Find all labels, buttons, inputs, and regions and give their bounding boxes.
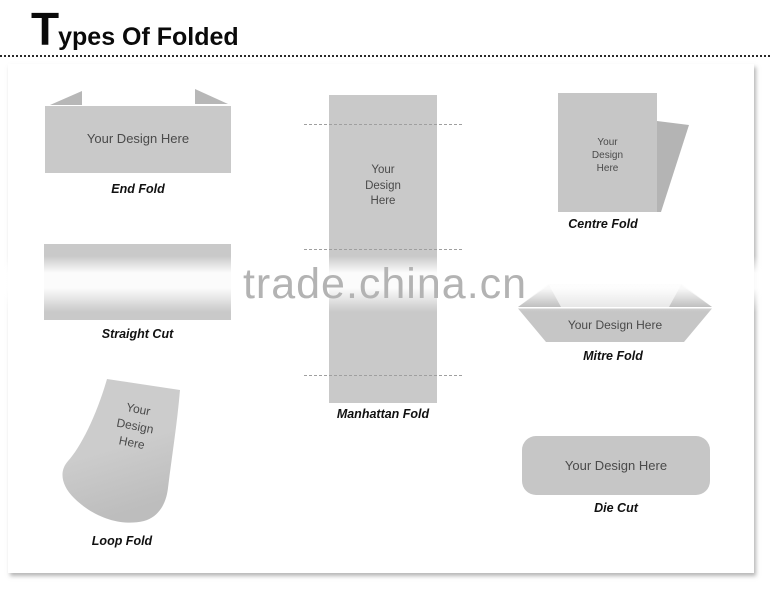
die-cut-caption: Die Cut <box>594 501 638 515</box>
centre-fold-shape <box>558 93 689 212</box>
mitre-fold-caption: Mitre Fold <box>583 349 643 363</box>
end-fold-panel <box>45 106 231 173</box>
end-fold-caption: End Fold <box>111 182 165 196</box>
loop-fold-caption: Loop Fold <box>91 534 153 548</box>
centre-fold-panel <box>558 93 657 212</box>
loop-fold-ribbon <box>62 379 180 523</box>
mitre-fold-panel <box>518 308 712 342</box>
die-cut-placeholder: Your Design Here <box>564 458 668 473</box>
manhattan-fold-line-middle <box>304 249 462 250</box>
loop-fold-shape <box>62 379 180 523</box>
manhattan-fold-placeholder-line1: Your <box>371 164 395 176</box>
manhattan-fold-placeholder-line2: Design <box>365 179 401 192</box>
end-fold-left-flap <box>50 91 82 105</box>
manhattan-fold-line-bottom <box>304 375 462 376</box>
end-fold-right-flap <box>195 89 228 104</box>
centre-fold-caption: Centre Fold <box>568 217 638 231</box>
mitre-fold-shape <box>518 284 712 342</box>
mitre-fold-placeholder: Your Design Here <box>567 318 663 332</box>
straight-cut-panel <box>44 244 231 320</box>
dotted-divider <box>0 55 770 57</box>
die-cut-panel <box>522 436 710 495</box>
page-title-rest: ypes Of Folded <box>58 23 239 51</box>
centre-fold-placeholder-line3: Here <box>596 163 619 174</box>
end-fold-shape <box>45 89 231 173</box>
centre-fold-placeholder-line1: Your <box>597 137 618 148</box>
centre-fold-back-flap <box>657 121 689 212</box>
end-fold-placeholder: Your Design Here <box>86 131 190 146</box>
manhattan-fold-placeholder-line3: Here <box>370 195 396 207</box>
centre-fold-placeholder-line2: Design <box>591 150 624 161</box>
straight-cut-caption: Straight Cut <box>101 327 174 341</box>
manhattan-fold-caption: Manhattan Fold <box>336 407 430 421</box>
page-title-initial: T <box>31 3 59 55</box>
manhattan-fold-line-top <box>304 124 462 125</box>
